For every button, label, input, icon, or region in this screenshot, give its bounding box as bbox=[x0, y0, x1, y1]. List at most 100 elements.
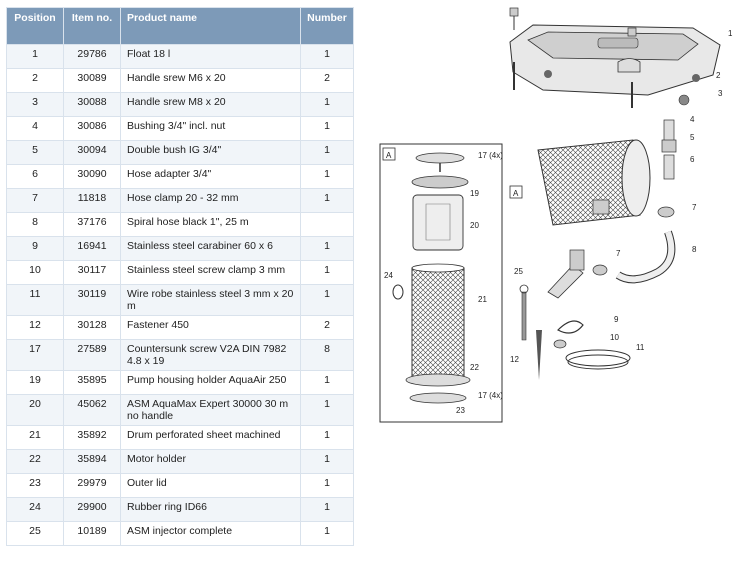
cell-position: 19 bbox=[6, 370, 64, 395]
cell-number: 1 bbox=[300, 449, 354, 474]
cell-item-no: 35895 bbox=[63, 370, 121, 395]
cell-product-name: Handle srew M8 x 20 bbox=[120, 92, 301, 117]
cell-number: 1 bbox=[300, 188, 354, 213]
cell-item-no: 30119 bbox=[63, 284, 121, 316]
header-product-name: Product name bbox=[120, 7, 301, 45]
cell-number: 1 bbox=[300, 521, 354, 546]
float-part bbox=[509, 24, 721, 96]
cell-item-no: 35894 bbox=[63, 449, 121, 474]
cell-number bbox=[300, 212, 354, 237]
cell-number: 1 bbox=[300, 394, 354, 426]
cell-number: 2 bbox=[300, 315, 354, 340]
cell-number: 1 bbox=[300, 236, 354, 261]
cell-item-no: 30128 bbox=[63, 315, 121, 340]
cell-position: 6 bbox=[6, 164, 64, 189]
detail-a-label: A bbox=[386, 151, 392, 160]
cell-position: 20 bbox=[6, 394, 64, 426]
cell-position: 9 bbox=[6, 236, 64, 261]
cell-product-name: Spiral hose black 1", 25 m bbox=[120, 212, 301, 237]
cell-product-name: Outer lid bbox=[120, 473, 301, 498]
cell-position: 22 bbox=[6, 449, 64, 474]
callout-7a: 7 bbox=[692, 203, 697, 212]
exploded-parts-diagram: A A 1 2 3 4 5 6 7 7 8 9 10 11 12 25 17 (… bbox=[379, 7, 733, 423]
callout-3: 3 bbox=[718, 89, 723, 98]
cell-number: 1 bbox=[300, 425, 354, 450]
screw-parts bbox=[509, 7, 700, 108]
cell-product-name: Hose adapter 3/4" bbox=[120, 164, 301, 189]
cell-position: 2 bbox=[6, 68, 64, 93]
header-position: Position bbox=[6, 7, 64, 45]
detail-a-marker bbox=[382, 147, 396, 161]
cell-item-no: 29786 bbox=[63, 44, 121, 69]
cell-number: 2 bbox=[300, 68, 354, 93]
callout-8: 8 bbox=[692, 245, 697, 254]
cell-item-no: 30089 bbox=[63, 68, 121, 93]
cell-position: 8 bbox=[6, 212, 64, 237]
callout-4: 4 bbox=[690, 115, 695, 124]
cell-item-no: 30088 bbox=[63, 92, 121, 117]
cell-number: 1 bbox=[300, 370, 354, 395]
cell-item-no: 27589 bbox=[63, 339, 121, 371]
cell-item-no: 45062 bbox=[63, 394, 121, 426]
cell-position: 24 bbox=[6, 497, 64, 522]
accessory-parts bbox=[519, 284, 631, 380]
cell-product-name: Float 18 l bbox=[120, 44, 301, 69]
cell-item-no: 30117 bbox=[63, 260, 121, 285]
callout-23: 23 bbox=[456, 406, 465, 415]
cell-item-no: 16941 bbox=[63, 236, 121, 261]
cell-position: 11 bbox=[6, 284, 64, 316]
cell-item-no: 10189 bbox=[63, 521, 121, 546]
callout-20: 20 bbox=[470, 221, 479, 230]
cell-position: 3 bbox=[6, 92, 64, 117]
callout-5: 5 bbox=[690, 133, 695, 142]
cell-product-name: Motor holder bbox=[120, 449, 301, 474]
cell-number: 8 bbox=[300, 339, 354, 371]
table-header-row: Position Item no. Product name Number bbox=[6, 7, 354, 45]
callout-7b: 7 bbox=[616, 249, 621, 258]
cell-item-no: 29979 bbox=[63, 473, 121, 498]
cell-item-no: 35892 bbox=[63, 425, 121, 450]
cell-product-name: Stainless steel carabiner 60 x 6 bbox=[120, 236, 301, 261]
injector-part bbox=[547, 249, 585, 299]
cell-position: 21 bbox=[6, 425, 64, 450]
cell-position: 1 bbox=[6, 44, 64, 69]
cell-item-no: 37176 bbox=[63, 212, 121, 237]
cell-item-no: 11818 bbox=[63, 188, 121, 213]
detail-a-frame bbox=[379, 143, 503, 423]
cell-product-name: Double bush IG 3/4" bbox=[120, 140, 301, 165]
cell-number: 1 bbox=[300, 284, 354, 316]
cell-item-no: 30090 bbox=[63, 164, 121, 189]
cell-item-no: 29900 bbox=[63, 497, 121, 522]
cell-number: 1 bbox=[300, 140, 354, 165]
cell-position: 10 bbox=[6, 260, 64, 285]
cell-number: 1 bbox=[300, 260, 354, 285]
cell-item-no: 30086 bbox=[63, 116, 121, 141]
cell-product-name: Handle srew M6 x 20 bbox=[120, 68, 301, 93]
cell-product-name: Bushing 3/4" incl. nut bbox=[120, 116, 301, 141]
detail-a-ref-label: A bbox=[513, 189, 519, 198]
callout-17b: 17 (4x) bbox=[478, 391, 503, 400]
cell-number: 1 bbox=[300, 92, 354, 117]
callout-6: 6 bbox=[690, 155, 695, 164]
header-number: Number bbox=[300, 7, 354, 45]
cell-product-name: Hose clamp 20 - 32 mm bbox=[120, 188, 301, 213]
